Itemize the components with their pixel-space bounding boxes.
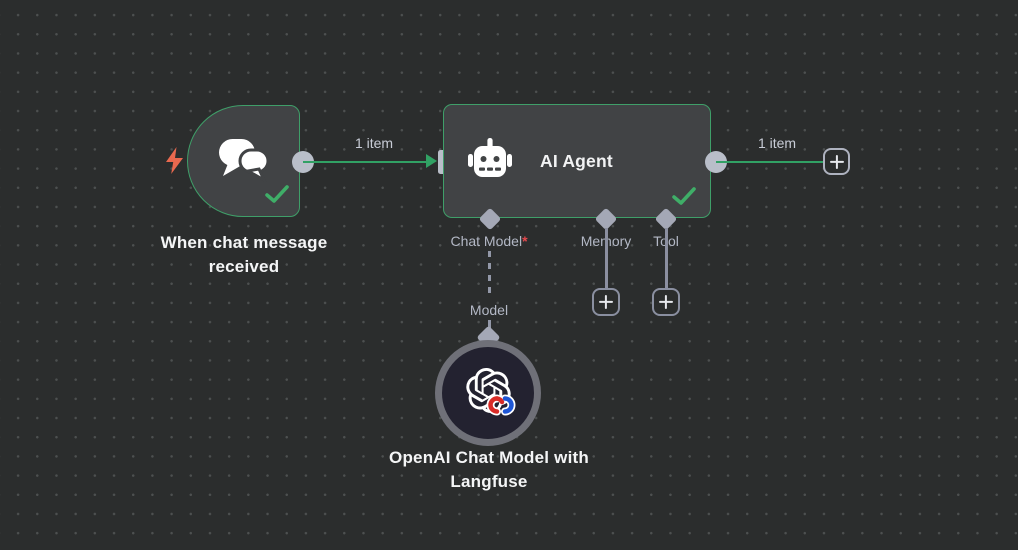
node-ai-agent[interactable]: AI Agent xyxy=(443,104,711,218)
trigger-node-label: When chat message received xyxy=(160,233,328,276)
required-asterisk: * xyxy=(522,233,528,249)
model-port-label: Model xyxy=(469,302,509,318)
chat-bubbles-icon xyxy=(217,136,271,187)
add-tool-node-button[interactable] xyxy=(652,288,680,316)
connection-items-label: 1 item xyxy=(354,135,394,151)
langfuse-knot-icon xyxy=(485,394,517,421)
memory-connection-stub[interactable] xyxy=(605,228,608,289)
node-openai-chat-model[interactable] xyxy=(435,340,541,446)
output-items-label: 1 item xyxy=(757,135,797,151)
success-check-icon xyxy=(672,187,697,211)
connection-arrowhead xyxy=(426,154,437,168)
tool-connection-stub[interactable] xyxy=(665,228,668,289)
success-check-icon xyxy=(265,185,290,209)
connection-agent-output[interactable] xyxy=(716,160,824,163)
add-next-node-button[interactable] xyxy=(823,148,850,175)
agent-node-title: AI Agent xyxy=(540,150,613,171)
robot-icon xyxy=(466,135,514,188)
chat-model-port-label: Chat Model* xyxy=(450,233,528,249)
add-memory-node-button[interactable] xyxy=(592,288,620,316)
node-chat-trigger[interactable] xyxy=(187,105,300,217)
connection-agent-to-model[interactable] xyxy=(488,251,491,298)
connection-trigger-to-agent[interactable] xyxy=(303,160,429,163)
trigger-bolt-icon xyxy=(163,146,186,180)
model-node-label: OpenAI Chat Model with Langfuse xyxy=(389,448,589,491)
